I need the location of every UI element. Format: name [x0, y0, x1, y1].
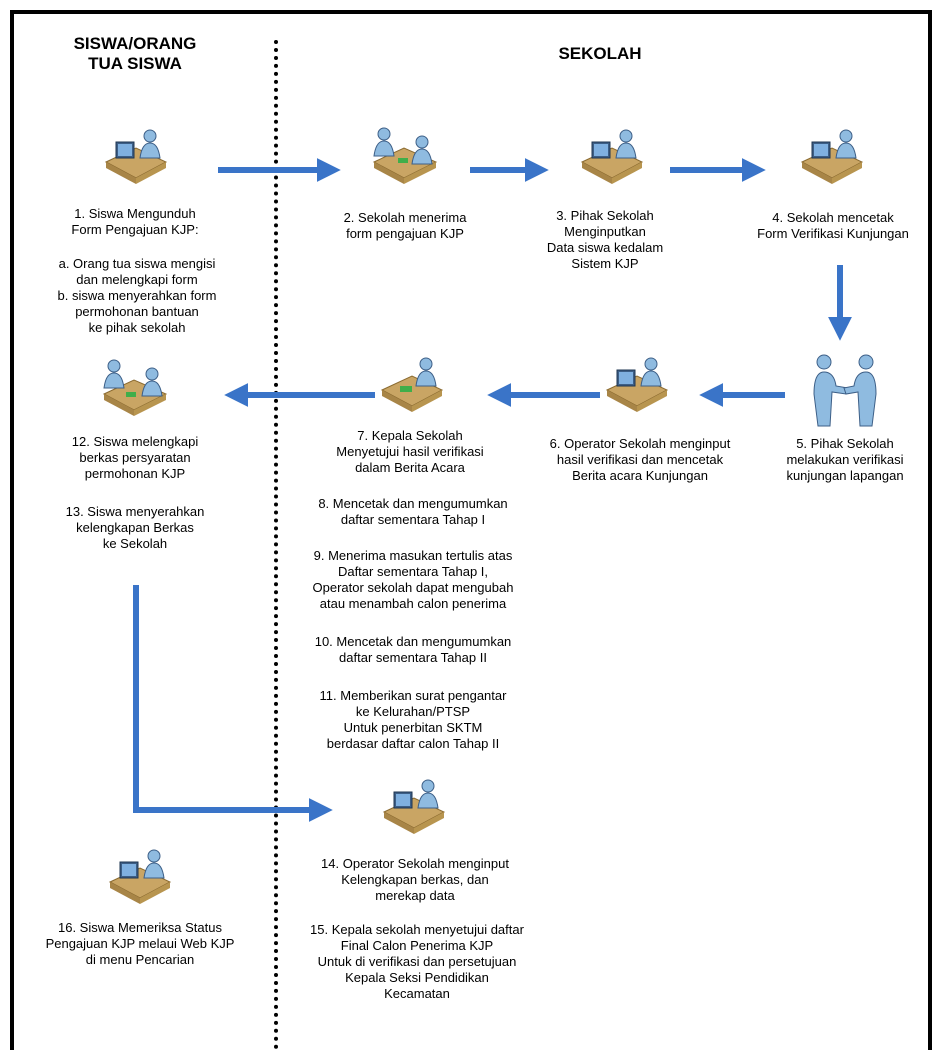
person-at-computer-icon	[108, 849, 172, 904]
step-1-text: 1. Siswa Mengunduh Form Pengajuan KJP:	[71, 206, 199, 237]
step-16-text: 16. Siswa Memeriksa Status Pengajuan KJP…	[45, 920, 235, 967]
frame-border-left	[10, 10, 14, 1050]
person-at-computer-icon	[104, 129, 168, 184]
step-5-text: 5. Pihak Sekolah melakukan verifikasi ku…	[786, 436, 904, 483]
person-signing-icon	[380, 357, 444, 412]
step-1-substeps: a. Orang tua siswa mengisi dan melengkap…	[57, 256, 217, 335]
step-8-text: 8. Mencetak dan mengumumkan daftar semen…	[318, 496, 508, 527]
lane-header-siswa: SISWA/ORANG TUA SISWA	[73, 34, 197, 73]
handshake-icon	[813, 354, 877, 427]
step-11-text: 11. Memberikan surat pengantar ke Kelura…	[319, 688, 507, 751]
lane-divider	[274, 40, 278, 1050]
person-at-computer-icon	[382, 779, 446, 834]
person-at-computer-icon	[605, 357, 669, 412]
two-people-at-desk-icon	[102, 359, 168, 416]
person-at-computer-icon	[800, 129, 864, 184]
step-12-text: 12. Siswa melengkapi berkas persyaratan …	[71, 434, 199, 481]
step-7-text: 7. Kepala Sekolah Menyetujui hasil verif…	[336, 428, 484, 475]
arrow-13-to-14	[133, 585, 333, 822]
step-10-text: 10. Mencetak dan mengumumkan daftar seme…	[314, 634, 512, 665]
step-15-text: 15. Kepala sekolah menyetujui daftar Fin…	[310, 922, 524, 1001]
frame-border-right	[928, 10, 932, 1050]
step-9-text: 9. Menerima masukan tertulis atas Daftar…	[312, 548, 514, 611]
step-6-text: 6. Operator Sekolah menginput hasil veri…	[549, 436, 731, 483]
step-4-text: 4. Sekolah mencetak Form Verifikasi Kunj…	[757, 210, 909, 241]
person-at-computer-icon	[580, 129, 644, 184]
frame-border-top	[10, 10, 932, 14]
step-14-text: 14. Operator Sekolah menginput Kelengkap…	[321, 856, 509, 903]
step-3-text: 3. Pihak Sekolah Menginputkan Data siswa…	[546, 208, 664, 271]
step-13-text: 13. Siswa menyerahkan kelengkapan Berkas…	[65, 504, 205, 551]
lane-header-sekolah: SEKOLAH	[558, 44, 642, 63]
step-2-text: 2. Sekolah menerima form pengajuan KJP	[343, 210, 467, 241]
two-people-at-desk-icon	[372, 127, 438, 184]
